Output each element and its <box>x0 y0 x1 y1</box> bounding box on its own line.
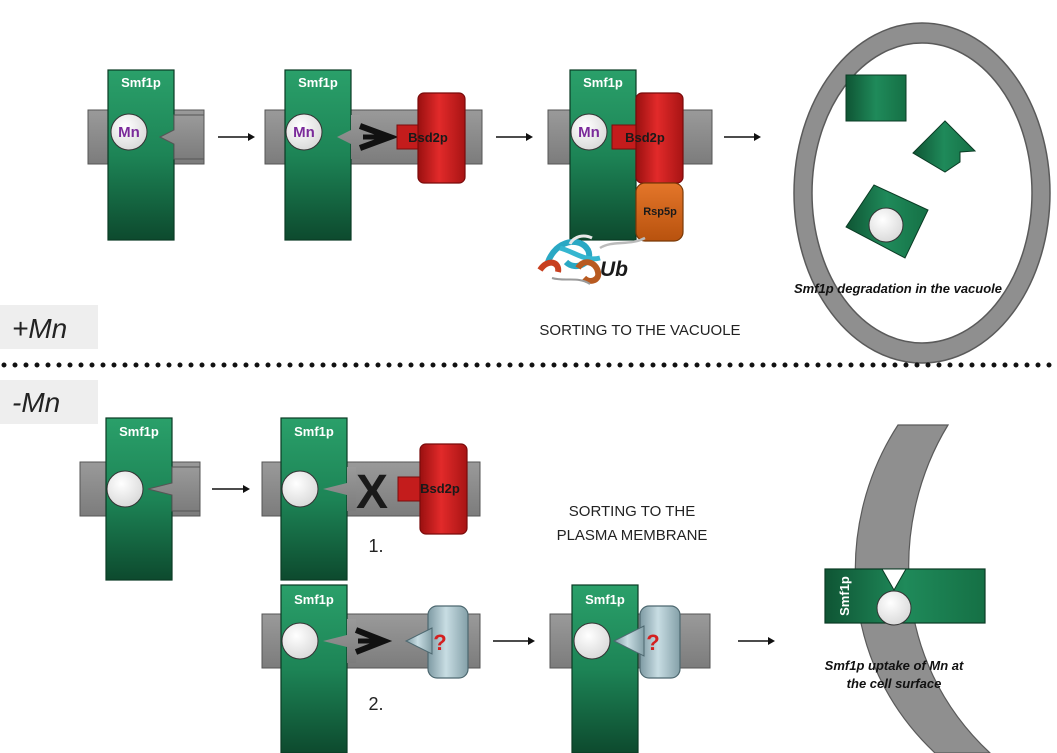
unknown-factor-label: ? <box>646 630 659 655</box>
bsd2p-label: Bsd2p <box>625 130 665 145</box>
flow-arrowhead <box>248 133 255 141</box>
smf1p-label: Smf1p <box>119 424 159 439</box>
smf1p-bsd2p-blocked: Smf1p X Bsd2p 1. <box>262 418 480 580</box>
smf1p-unknown-factor-recognition: Smf1p ? 2. <box>262 585 480 753</box>
smf1p-protein <box>108 70 174 240</box>
smf1p-bsd2p-rsp5p-complex: Mn Smf1p Bsd2p Rsp5p Ub <box>540 70 712 284</box>
section-vacuole-sorting: SORTING TO THE VACUOLE <box>539 322 740 339</box>
smf1p-transporter-mn-bound-1: Mn Smf1p <box>88 70 204 240</box>
empty-binding-site <box>574 623 610 659</box>
section-pm-sorting-line2: PLASMA MEMBRANE <box>557 527 708 544</box>
bsd2p-label: Bsd2p <box>408 130 448 145</box>
surface-caption-line1: Smf1p uptake of Mn at <box>825 658 964 673</box>
smf1p-protein <box>570 70 636 240</box>
flow-arrowhead <box>528 637 535 645</box>
empty-binding-site <box>107 471 143 507</box>
flow-arrowhead <box>526 133 533 141</box>
vacuole: Smf1p degradation in the vacuole <box>794 23 1050 363</box>
plasma-membrane: Smf1p Smf1p uptake of Mn at the cell sur… <box>825 425 990 753</box>
condition-minus-mn: -Mn <box>12 387 60 418</box>
flow-arrowhead <box>768 637 775 645</box>
mn-ion <box>869 208 903 242</box>
ub-beta-strand <box>560 248 600 259</box>
ub-helix <box>578 262 598 281</box>
smf1p-bsd2p-recognition: Mn Smf1p Bsd2p <box>265 70 482 240</box>
smf1p-unknown-factor-complex: Smf1p ? <box>550 585 710 753</box>
smf1p-label: Smf1p <box>294 424 334 439</box>
mn-label: Mn <box>118 124 140 141</box>
pathway-number-2: 2. <box>368 694 383 714</box>
ubiquitin-structure <box>540 236 645 284</box>
smf1p-label: Smf1p <box>294 592 334 607</box>
mn-label: Mn <box>293 124 315 141</box>
vacuole-caption: Smf1p degradation in the vacuole <box>794 281 1002 296</box>
smf1p-transporter-empty: Smf1p <box>80 418 200 580</box>
smf1p-protein <box>572 585 638 753</box>
smf1p-label: Smf1p <box>837 576 852 616</box>
ub-label: Ub <box>600 258 628 281</box>
bsd2p-label: Bsd2p <box>420 481 460 496</box>
smf1p-protein <box>281 585 347 753</box>
blocked-x-icon: X <box>356 466 388 519</box>
ub-helix <box>540 263 558 272</box>
vacuole-lumen <box>812 43 1032 343</box>
smf1p-protein <box>285 70 351 240</box>
flow-arrowhead <box>754 133 761 141</box>
smf1p-fragment <box>846 75 906 121</box>
mn-ion <box>877 591 911 625</box>
mn-label: Mn <box>578 124 600 141</box>
smf1p-label: Smf1p <box>583 75 623 90</box>
rsp5p-label: Rsp5p <box>643 206 677 218</box>
smf1p-label: Smf1p <box>298 75 338 90</box>
empty-binding-site <box>282 471 318 507</box>
surface-caption-line2: the cell surface <box>847 676 942 691</box>
unknown-factor-label: ? <box>433 630 446 655</box>
section-pm-sorting-line1: SORTING TO THE <box>569 503 695 520</box>
smf1p-label: Smf1p <box>585 592 625 607</box>
empty-binding-site <box>282 623 318 659</box>
pathway-number-1: 1. <box>368 536 383 556</box>
flow-arrowhead <box>243 485 250 493</box>
smf1p-label: Smf1p <box>121 75 161 90</box>
condition-plus-mn: +Mn <box>12 313 67 344</box>
